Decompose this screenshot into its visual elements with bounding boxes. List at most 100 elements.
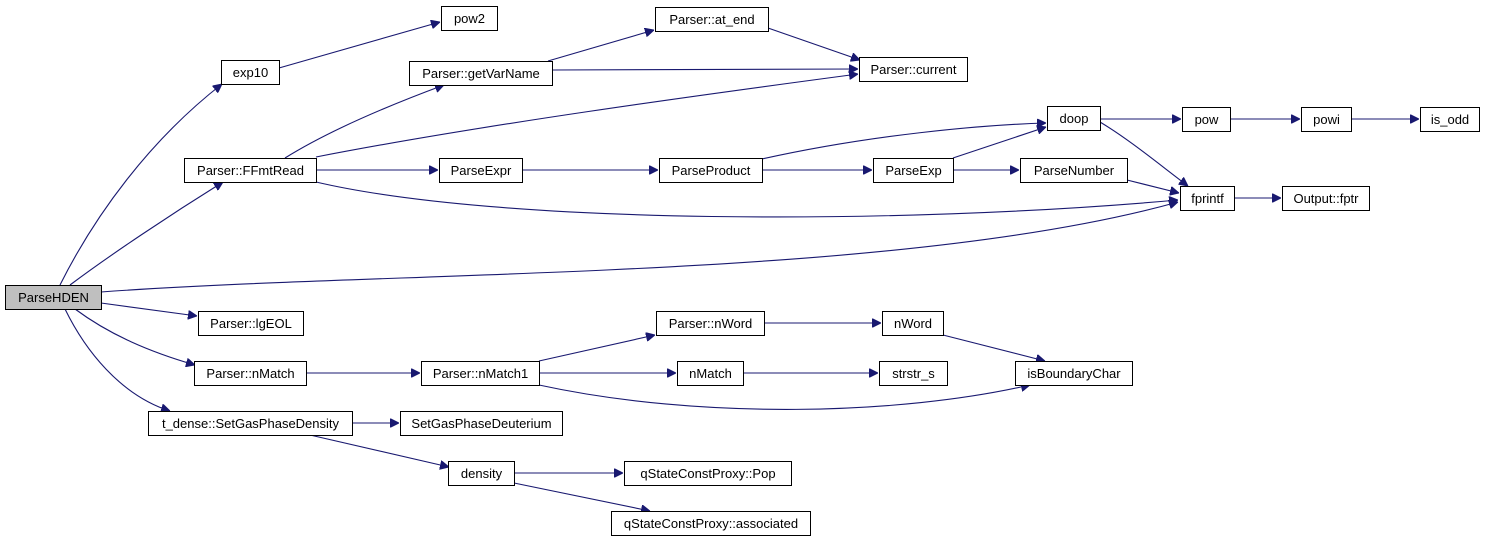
node-label: Parser::lgEOL (210, 316, 292, 331)
node-label: Parser::nMatch (206, 366, 294, 381)
node-associated[interactable]: qStateConstProxy::associated (611, 511, 811, 536)
node-isboundarychar[interactable]: isBoundaryChar (1015, 361, 1133, 386)
node-box[interactable] (148, 411, 353, 436)
node-parseproduct[interactable]: ParseProduct (659, 158, 763, 183)
node-box[interactable] (873, 158, 954, 183)
node-label: qStateConstProxy::Pop (640, 466, 775, 481)
edge-ffmtread-to-current (315, 74, 858, 158)
node-label: nMatch (689, 366, 732, 381)
node-powi[interactable]: powi (1301, 107, 1352, 132)
node-label: Parser::current (871, 62, 957, 77)
node-box[interactable] (655, 7, 769, 32)
node-label: doop (1060, 111, 1089, 126)
node-box[interactable] (879, 361, 948, 386)
node-box[interactable] (659, 158, 763, 183)
edge-getvarname-to-current (551, 69, 858, 70)
node-label: SetGasPhaseDeuterium (411, 416, 551, 431)
node-box[interactable] (1182, 107, 1231, 132)
node-box[interactable] (439, 158, 523, 183)
edge-exp10-to-pow2 (278, 22, 440, 69)
node-box[interactable] (1180, 186, 1235, 211)
node-box[interactable] (1047, 106, 1101, 131)
node-box[interactable] (5, 285, 102, 310)
edge-nmatch1-to-nword_parser (538, 335, 655, 362)
edge-ffmtread-to-fprintf (315, 181, 1178, 218)
node-label: qStateConstProxy::associated (624, 516, 798, 531)
node-exp10[interactable]: exp10 (221, 60, 280, 85)
edges-layer (59, 22, 1419, 511)
node-label: Parser::nMatch1 (433, 366, 528, 381)
node-fptr[interactable]: Output::fptr (1282, 186, 1370, 211)
node-label: ParseProduct (672, 163, 751, 178)
node-lgeol[interactable]: Parser::lgEOL (198, 311, 304, 336)
edge-nmatch1-to-isboundarychar (538, 385, 1030, 410)
node-label: ParseExp (885, 163, 941, 178)
node-box[interactable] (184, 158, 317, 183)
node-box[interactable] (198, 311, 304, 336)
node-box[interactable] (611, 511, 811, 536)
node-box[interactable] (677, 361, 744, 386)
node-pow[interactable]: pow (1182, 107, 1231, 132)
node-box[interactable] (624, 461, 792, 486)
node-box[interactable] (1301, 107, 1352, 132)
node-parsehden[interactable]: ParseHDEN (5, 285, 102, 310)
node-label: is_odd (1431, 112, 1469, 127)
node-ffmtread[interactable]: Parser::FFmtRead (184, 158, 317, 183)
node-box[interactable] (421, 361, 540, 386)
node-box[interactable] (400, 411, 563, 436)
node-doop[interactable]: doop (1047, 106, 1101, 131)
node-label: ParseNumber (1034, 163, 1115, 178)
node-box[interactable] (1282, 186, 1370, 211)
node-is_odd[interactable]: is_odd (1420, 107, 1480, 132)
edge-parsehden-to-lgeol (100, 302, 197, 316)
nodes-layer: ParseHDENexp10pow2Parser::getVarNamePars… (5, 6, 1480, 536)
node-nmatch_parser[interactable]: Parser::nMatch (194, 361, 307, 386)
edge-getvarname-to-at_end (547, 30, 654, 62)
node-nword[interactable]: nWord (882, 311, 944, 336)
node-setgasphasedeuterium[interactable]: SetGasPhaseDeuterium (400, 411, 563, 436)
node-box[interactable] (194, 361, 307, 386)
node-box[interactable] (441, 6, 498, 31)
node-strstr_s[interactable]: strstr_s (879, 361, 948, 386)
node-nmatch[interactable]: nMatch (677, 361, 744, 386)
edge-parsehden-to-setgasphasedensity (64, 308, 170, 411)
node-at_end[interactable]: Parser::at_end (655, 7, 769, 32)
node-density[interactable]: density (448, 461, 515, 486)
node-label: fprintf (1191, 191, 1224, 206)
edge-nword-to-isboundarychar (942, 334, 1045, 361)
node-parsenumber[interactable]: ParseNumber (1020, 158, 1128, 183)
node-box[interactable] (409, 61, 553, 86)
node-label: ParseExpr (451, 163, 512, 178)
node-label: density (461, 466, 503, 481)
node-pop[interactable]: qStateConstProxy::Pop (624, 461, 792, 486)
node-label: Parser::at_end (669, 12, 754, 27)
node-label: pow2 (454, 11, 485, 26)
node-box[interactable] (656, 311, 765, 336)
node-label: powi (1313, 112, 1340, 127)
node-current[interactable]: Parser::current (859, 57, 968, 82)
edge-ffmtread-to-getvarname (284, 85, 444, 159)
node-nword_parser[interactable]: Parser::nWord (656, 311, 765, 336)
node-label: Output::fptr (1293, 191, 1359, 206)
edge-parseexp-to-doop (952, 127, 1046, 159)
node-nmatch1[interactable]: Parser::nMatch1 (421, 361, 540, 386)
node-box[interactable] (221, 60, 280, 85)
node-box[interactable] (448, 461, 515, 486)
node-box[interactable] (1420, 107, 1480, 132)
node-box[interactable] (1020, 158, 1128, 183)
edge-density-to-associated (513, 482, 650, 511)
node-label: nWord (894, 316, 932, 331)
node-label: exp10 (233, 65, 268, 80)
node-label: isBoundaryChar (1027, 366, 1121, 381)
node-getvarname[interactable]: Parser::getVarName (409, 61, 553, 86)
node-fprintf[interactable]: fprintf (1180, 186, 1235, 211)
node-setgasphasedensity[interactable]: t_dense::SetGasPhaseDensity (148, 411, 353, 436)
node-pow2[interactable]: pow2 (441, 6, 498, 31)
node-parseexp[interactable]: ParseExp (873, 158, 954, 183)
node-box[interactable] (1015, 361, 1133, 386)
node-box[interactable] (859, 57, 968, 82)
node-box[interactable] (882, 311, 944, 336)
node-label: Parser::nWord (669, 316, 753, 331)
node-parseexpr[interactable]: ParseExpr (439, 158, 523, 183)
